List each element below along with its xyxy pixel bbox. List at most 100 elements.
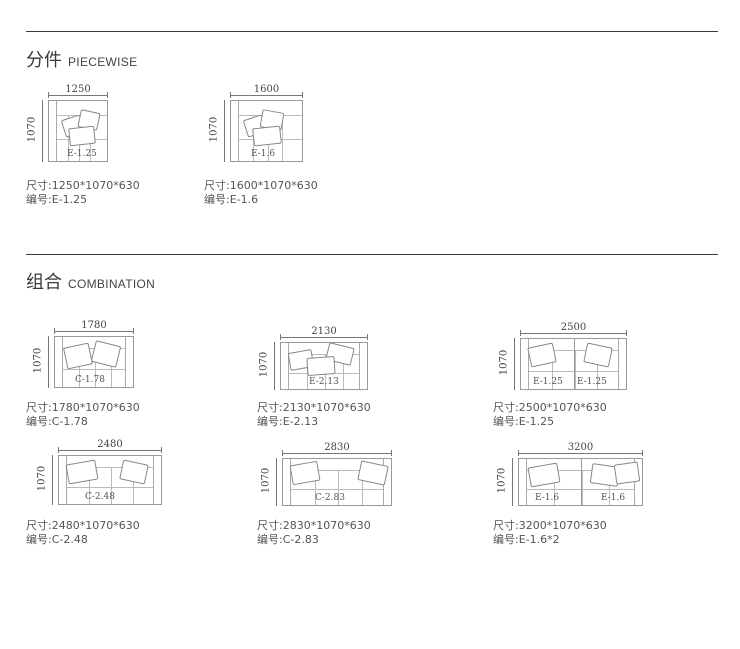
combination-heading: 组合 COMBINATION <box>26 268 155 294</box>
sofa-seat-line <box>63 369 125 370</box>
width-dimension-tick <box>642 450 643 456</box>
sofa-seat-divider <box>597 350 598 389</box>
size-spec: 尺寸:1600*1070*630 <box>204 179 318 192</box>
width-dimension-label: 2130 <box>311 326 337 337</box>
code-spec: 编号:E-1.6 <box>204 193 259 206</box>
sofa-armrest <box>283 459 291 505</box>
sofa-backrest-line <box>67 467 153 468</box>
sofa-seat-divider <box>554 470 555 505</box>
combination-title-en: COMBINATION <box>68 277 156 291</box>
sofa-seat-divider <box>79 348 80 387</box>
sofa-seat-line <box>67 487 153 488</box>
sofa-plan: E-1.25 <box>48 100 108 162</box>
width-dimension-label: 3200 <box>567 442 594 453</box>
throw-pillow <box>583 342 613 368</box>
depth-dimension-label: 1070 <box>496 467 508 494</box>
depth-dimension-label: 1070 <box>260 467 272 494</box>
sofa-armrest <box>359 343 367 389</box>
sofa-armrest <box>521 339 529 389</box>
sofa-plan: C-1.78 <box>54 336 134 388</box>
width-dimension-tick <box>161 447 162 453</box>
size-spec: 尺寸:3200*1070*630 <box>493 519 607 532</box>
module-code-label: C-2.83 <box>315 493 345 503</box>
code-spec: 编号:C-2.48 <box>26 533 88 546</box>
width-dimension-tick <box>133 328 134 334</box>
sofa-seat-divider <box>282 115 283 161</box>
sofa-seat-divider <box>552 350 553 389</box>
sofa-seat-divider <box>575 350 576 389</box>
sofa-plan: E-2.13 <box>280 342 368 390</box>
size-spec: 尺寸:2130*1070*630 <box>257 401 371 414</box>
depth-dimension-line <box>224 100 225 162</box>
sofa-seat-divider <box>133 467 134 504</box>
width-dimension-label: 2830 <box>324 442 350 453</box>
size-spec: 尺寸:2500*1070*630 <box>493 401 607 414</box>
width-dimension-label: 1600 <box>253 84 280 95</box>
sofa-backrest-line <box>529 350 618 351</box>
sofa-seat-line <box>291 489 383 490</box>
width-dimension-line <box>54 331 134 332</box>
sofa-armrest <box>618 339 626 389</box>
piecewise-title-en: PIECEWISE <box>68 55 138 69</box>
piecewise-heading: 分件 PIECEWISE <box>26 46 137 72</box>
module-divider <box>574 339 575 389</box>
sofa-plan: C-2.48 <box>58 455 162 505</box>
sofa-armrest <box>281 343 289 389</box>
width-dimension-tick <box>107 92 108 98</box>
module-code-label: E-1.25 <box>577 377 607 387</box>
width-dimension-label: 2480 <box>97 439 123 450</box>
width-dimension-tick <box>48 92 49 98</box>
module-code-label: C-2.48 <box>85 492 115 502</box>
size-spec: 尺寸:2830*1070*630 <box>257 519 371 532</box>
width-dimension-line <box>520 333 627 334</box>
depth-dimension-label: 1070 <box>498 349 510 376</box>
module-code-label: E-1.25 <box>67 149 97 159</box>
width-dimension-line <box>282 453 392 454</box>
depth-dimension-line <box>48 336 49 388</box>
depth-dimension-line <box>52 455 53 505</box>
sofa-backrest-line <box>291 470 383 471</box>
code-spec: 编号:E-2.13 <box>257 415 319 428</box>
size-spec: 尺寸:1780*1070*630 <box>26 401 140 414</box>
depth-dimension-line <box>512 458 513 506</box>
width-dimension-tick <box>230 92 231 98</box>
depth-dimension-line <box>276 458 277 506</box>
width-dimension-label: 1250 <box>65 84 91 95</box>
width-dimension-tick <box>302 92 303 98</box>
sofa-seat-divider <box>582 470 583 505</box>
width-dimension-tick <box>518 450 519 456</box>
sofa-armrest <box>59 456 67 504</box>
width-dimension-tick <box>391 450 392 456</box>
width-dimension-tick <box>280 334 281 340</box>
width-dimension-line <box>518 453 643 454</box>
width-dimension-line <box>230 95 303 96</box>
sofa-armrest <box>153 456 161 504</box>
sofa-seat-divider <box>343 354 344 389</box>
sofa-seat-line <box>529 371 618 372</box>
module-code-label: E-1.25 <box>533 377 563 387</box>
sofa-seat-divider <box>362 470 363 505</box>
depth-dimension-label: 1070 <box>26 116 38 143</box>
code-spec: 编号:E-1.25 <box>493 415 555 428</box>
code-spec: 编号:E-1.25 <box>26 193 88 206</box>
depth-dimension-label: 1070 <box>258 351 270 378</box>
sofa-seat-divider <box>315 470 316 505</box>
width-dimension-line <box>58 450 162 451</box>
width-dimension-tick <box>626 330 627 336</box>
width-dimension-line <box>280 337 368 338</box>
combination-title-cn: 组合 <box>26 272 62 293</box>
depth-dimension-label: 1070 <box>32 347 44 374</box>
width-dimension-tick <box>520 330 521 336</box>
module-code-label: E-2.13 <box>309 377 339 387</box>
depth-dimension-line <box>42 100 43 162</box>
throw-pillow <box>527 462 561 488</box>
module-code-label: E-1.6 <box>601 493 626 503</box>
depth-dimension-label: 1070 <box>36 465 48 492</box>
sofa-plan: C-2.83 <box>282 458 392 506</box>
